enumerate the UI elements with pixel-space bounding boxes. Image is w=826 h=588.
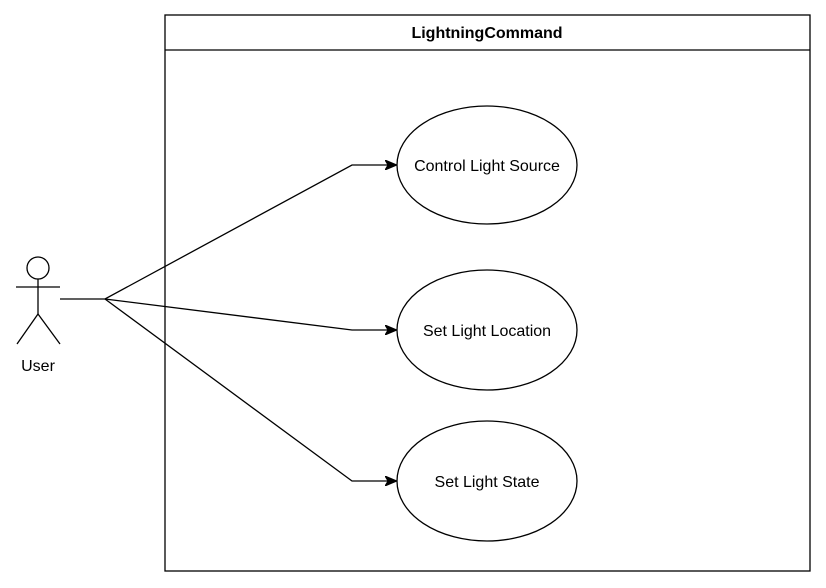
use-case-label: Set Light State bbox=[435, 474, 540, 491]
association-set-light-location bbox=[104, 298, 396, 330]
actor-user: User bbox=[16, 256, 61, 375]
system-title: LightningCommand bbox=[411, 25, 562, 42]
actor-label: User bbox=[21, 358, 55, 375]
actor-right-leg bbox=[37, 313, 61, 345]
associations bbox=[60, 165, 396, 481]
use-case-set-light-location: Set Light Location bbox=[396, 269, 578, 391]
actor-left-leg bbox=[16, 313, 39, 345]
use-case-label: Control Light Source bbox=[414, 158, 560, 175]
use-case-control-light-source: Control Light Source bbox=[396, 105, 578, 225]
actor-head bbox=[26, 256, 50, 280]
association-control-light-source bbox=[60, 165, 396, 300]
association-set-light-state bbox=[104, 298, 396, 481]
use-case-label: Set Light Location bbox=[423, 323, 551, 340]
use-case-set-light-state: Set Light State bbox=[396, 420, 578, 542]
